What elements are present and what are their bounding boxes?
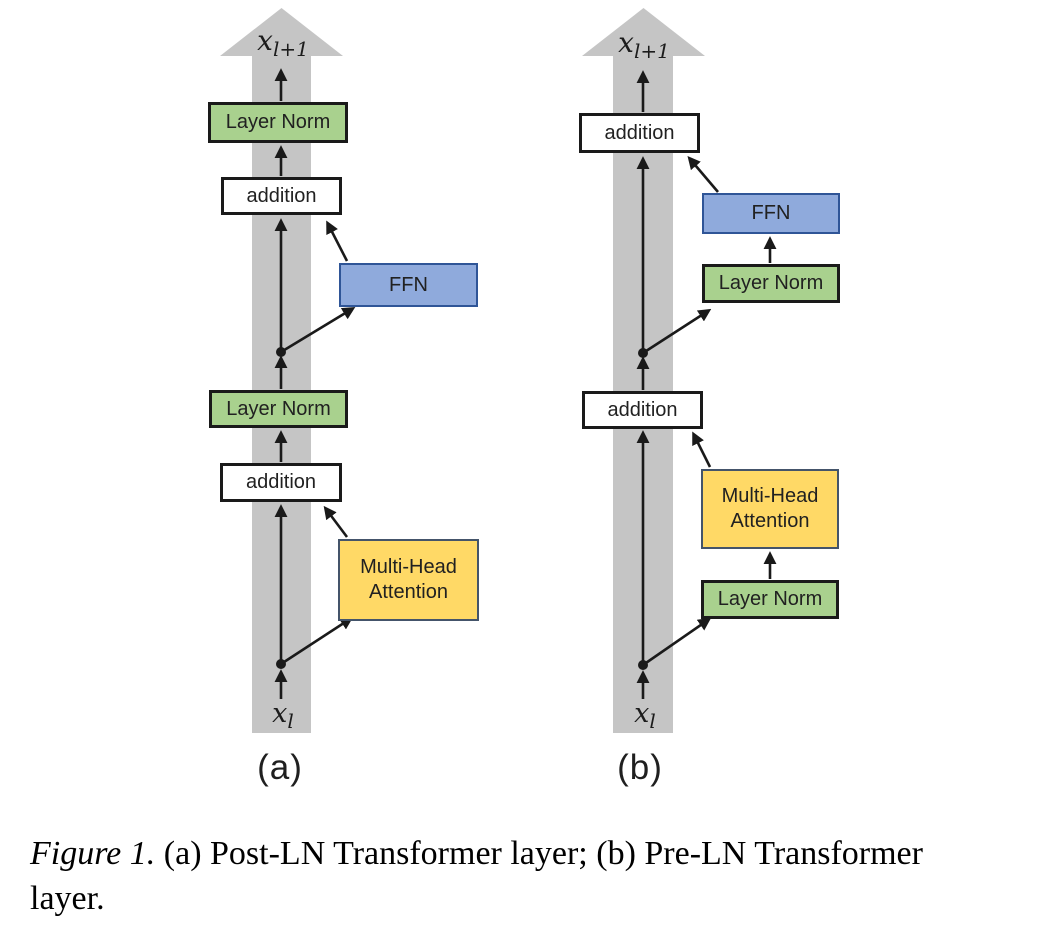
layer-norm-box-a-mid: Layer Norm bbox=[209, 390, 348, 428]
input-var-a: x bbox=[272, 698, 288, 729]
ffn-box-b: FFN bbox=[702, 193, 840, 234]
input-label-a: xl bbox=[272, 698, 294, 731]
output-var-b: x bbox=[618, 26, 634, 59]
mha-label: Multi-Head Attention bbox=[360, 556, 457, 603]
diagram-arrows-layer bbox=[220, 8, 777, 733]
addition-box-a-bottom: addition bbox=[220, 463, 342, 502]
panel-b-arrows bbox=[636, 70, 777, 699]
input-var-b: x bbox=[634, 698, 650, 729]
panel-a-arrows bbox=[274, 68, 356, 699]
multi-head-attention-box-b: Multi-Head Attention bbox=[701, 469, 839, 549]
figure-caption-tag: Figure 1. bbox=[30, 835, 156, 872]
input-subscript-b: l bbox=[649, 709, 656, 733]
output-subscript-a: l+1 bbox=[272, 37, 309, 61]
figure-caption: Figure 1. (a) Post-LN Transformer layer;… bbox=[30, 831, 1030, 921]
figure-caption-line1: (a) Post-LN Transformer layer; (b) Pre-L… bbox=[155, 835, 923, 872]
branch-dot-b-lower bbox=[638, 660, 648, 670]
arrow-b-ffn-to-addition2 bbox=[687, 156, 719, 193]
ffn-label: FFN bbox=[389, 273, 428, 296]
addition-box-a-top: addition bbox=[221, 177, 342, 215]
output-label-a: xl+1 bbox=[257, 24, 309, 59]
arrow-b-branch-to-layernorm1 bbox=[642, 617, 712, 667]
output-subscript-b: l+1 bbox=[633, 39, 670, 63]
output-label-b: xl+1 bbox=[618, 26, 670, 61]
figure-caption-line2: layer. bbox=[30, 880, 105, 917]
panel-label-a: (a) bbox=[257, 748, 303, 787]
layer-norm-label: Layer Norm bbox=[718, 272, 824, 294]
arrow-a-mha-to-addition1 bbox=[323, 505, 349, 538]
input-label-b: xl bbox=[634, 698, 656, 731]
input-subscript-a: l bbox=[287, 709, 294, 733]
multi-head-attention-box-a: Multi-Head Attention bbox=[338, 539, 479, 621]
layer-norm-box-a-top: Layer Norm bbox=[208, 102, 348, 143]
addition-label: addition bbox=[604, 121, 675, 144]
arrow-b-branch-to-layernorm2 bbox=[642, 308, 712, 355]
ffn-label: FFN bbox=[751, 202, 791, 224]
mha-label: Multi-Head Attention bbox=[721, 485, 819, 532]
addition-box-b-top: addition bbox=[579, 113, 700, 153]
addition-label: addition bbox=[607, 398, 678, 421]
arrow-b-mha-to-addition1 bbox=[692, 431, 712, 468]
layer-norm-label: Layer Norm bbox=[225, 111, 331, 133]
addition-label: addition bbox=[246, 184, 317, 207]
addition-box-b-bottom: addition bbox=[582, 391, 703, 429]
branch-dot-a-lower bbox=[276, 659, 286, 669]
panel-label-b: (b) bbox=[617, 748, 663, 787]
layer-norm-label: Layer Norm bbox=[717, 588, 823, 610]
layer-norm-box-b-lower: Layer Norm bbox=[701, 580, 839, 619]
branch-dot-a-upper bbox=[276, 347, 286, 357]
layer-norm-box-b-upper: Layer Norm bbox=[702, 264, 840, 303]
layer-norm-label: Layer Norm bbox=[226, 397, 331, 420]
addition-label: addition bbox=[245, 471, 317, 493]
arrow-a-branch-to-ffn bbox=[280, 306, 356, 354]
branch-dot-b-upper bbox=[638, 348, 648, 358]
output-var-a: x bbox=[257, 24, 273, 57]
arrow-a-branch-to-mha bbox=[280, 616, 354, 666]
ffn-box-a: FFN bbox=[339, 263, 478, 307]
arrow-a-ffn-to-addition2 bbox=[326, 220, 349, 262]
